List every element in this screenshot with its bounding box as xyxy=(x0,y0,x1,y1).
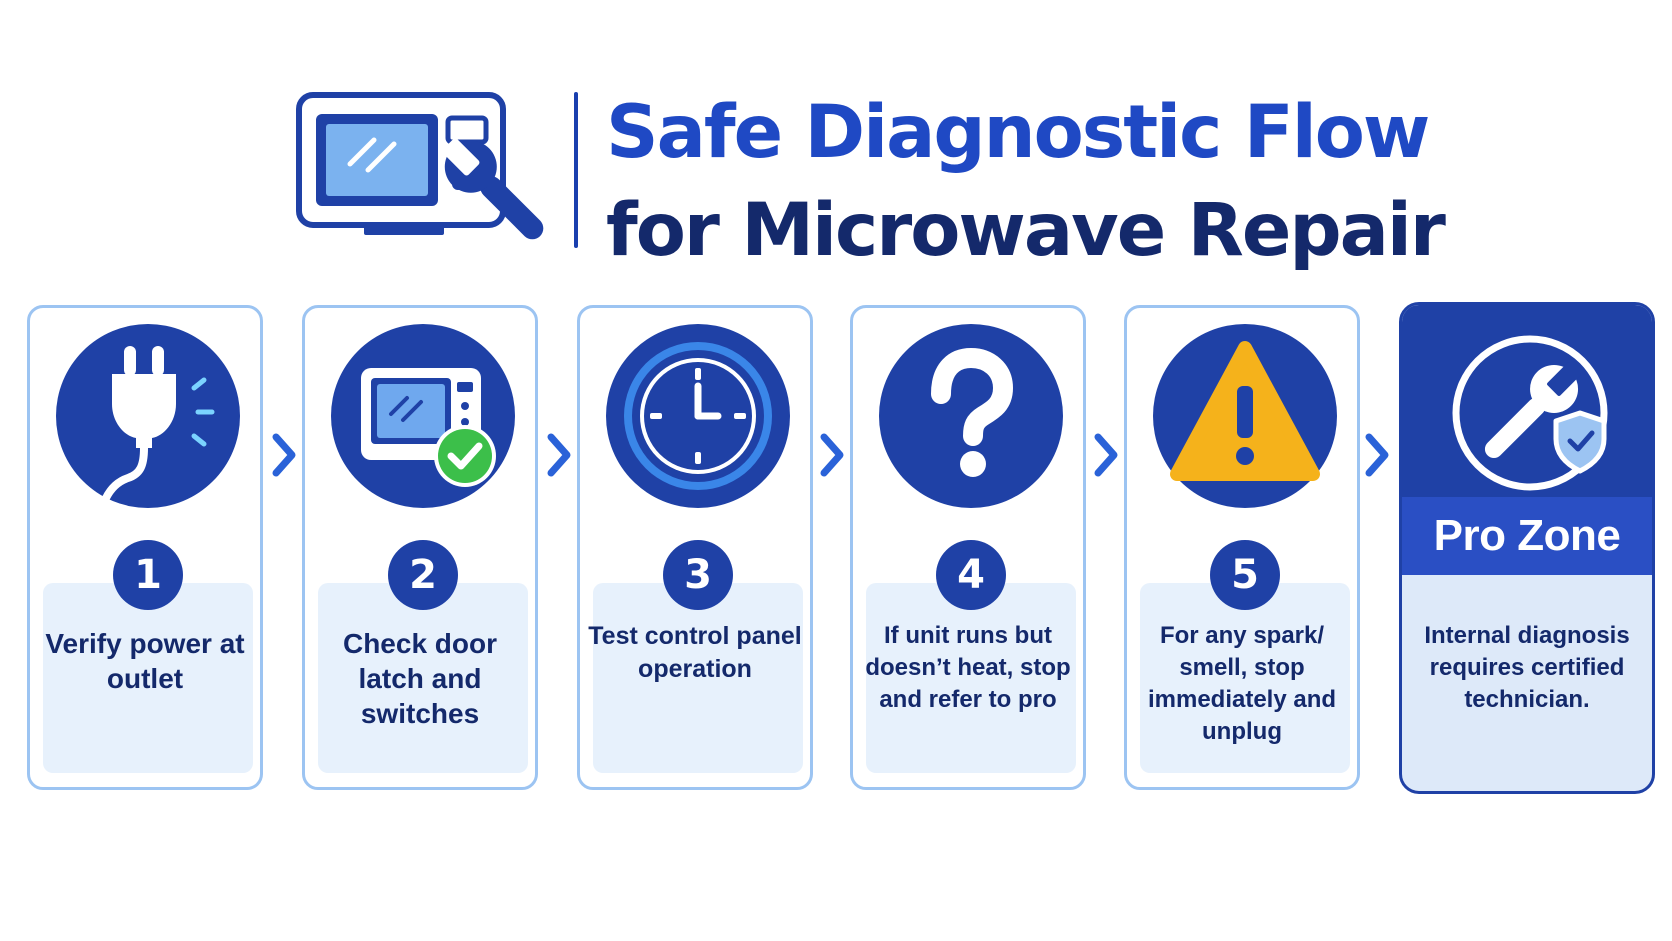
step-number-badge: 4 xyxy=(936,540,1006,610)
pro-zone-text: Internal diagnosis requires certified te… xyxy=(1424,622,1630,713)
header-divider xyxy=(574,92,578,248)
step-text: Verify power at outlet xyxy=(45,628,245,694)
flow-arrow-icon xyxy=(820,433,844,477)
pro-zone-card: Pro Zone Internal diagnosis requires cer… xyxy=(1399,302,1655,794)
step-text-box xyxy=(866,583,1076,773)
title-line-2: for Microwave Repair xyxy=(606,188,1446,273)
power-plug-icon xyxy=(102,346,215,502)
microwave-wrench-icon xyxy=(296,92,544,240)
step-number-badge: 2 xyxy=(388,540,458,610)
page-title: Safe Diagnostic Flow for Microwave Repai… xyxy=(606,84,1446,280)
step-icon-circle xyxy=(56,324,240,508)
step-text: Test control panel operation xyxy=(588,622,802,683)
pro-zone-header: Pro Zone xyxy=(1402,305,1652,575)
step-card-5: 5 For any spark/ smell, stop immediately… xyxy=(1124,305,1360,790)
step-card-4: 4 If unit runs but doesn’t heat, stop an… xyxy=(850,305,1086,790)
step-icon-circle xyxy=(331,324,515,508)
header-logo xyxy=(296,92,556,248)
step-icon-circle xyxy=(879,324,1063,508)
step-card-3: 3 Test control panel operation xyxy=(577,305,813,790)
step-icon-circle xyxy=(606,324,790,508)
step-text: For any spark/ smell, stop immediately a… xyxy=(1147,622,1337,745)
title-line-1: Safe Diagnostic Flow xyxy=(606,90,1430,175)
flow-arrow-icon xyxy=(272,433,296,477)
step-number-badge: 1 xyxy=(113,540,183,610)
pro-zone-label: Pro Zone xyxy=(1402,497,1652,575)
flow-arrow-icon xyxy=(1365,433,1389,477)
wrench-shield-icon xyxy=(1452,335,1608,491)
clock-icon xyxy=(624,342,772,490)
question-mark-icon xyxy=(931,347,1014,477)
step-icon-circle xyxy=(1153,324,1337,508)
step-number-badge: 5 xyxy=(1210,540,1280,610)
flow-arrow-icon xyxy=(1094,433,1118,477)
step-card-1: 1 Verify power at outlet xyxy=(27,305,263,790)
step-card-2: 2 Check door latch and switches xyxy=(302,305,538,790)
step-text: Check door latch and switches xyxy=(342,628,498,729)
step-text-box xyxy=(1140,583,1350,773)
step-text-box xyxy=(318,583,528,773)
step-text: If unit runs but doesn’t heat, stop and … xyxy=(865,622,1071,713)
microwave-check-icon xyxy=(361,368,496,487)
step-text-box xyxy=(593,583,803,773)
flow-arrow-icon xyxy=(547,433,571,477)
step-text-box xyxy=(43,583,253,773)
step-number-badge: 3 xyxy=(663,540,733,610)
warning-icon xyxy=(1170,341,1320,481)
